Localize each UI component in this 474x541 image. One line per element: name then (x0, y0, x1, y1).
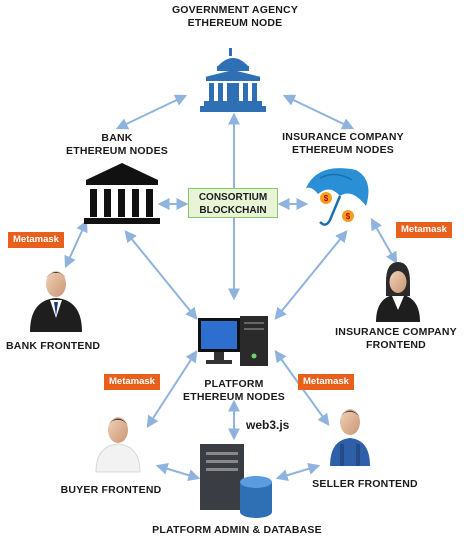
arrow-insurance-platform (274, 230, 348, 320)
arrow-gov-bank (115, 94, 188, 130)
server-database-icon (200, 444, 272, 518)
platform-node-label: PLATFORM ETHEREUM NODES (164, 378, 304, 404)
consortium-line2: BLOCKCHAIN (199, 205, 267, 216)
metamask-badge-bank: Metamask (8, 232, 64, 248)
consortium-line1: CONSORTIUM (198, 192, 268, 203)
bank-label-line2: ETHEREUM NODES (66, 145, 168, 157)
bank-label-line1: BANK (101, 132, 133, 144)
buyer-person-icon (95, 417, 141, 473)
metamask-badge-insurance: Metamask (396, 222, 452, 238)
arrow-bank-platform (124, 230, 198, 320)
insurance-frontend-line1: INSURANCE COMPANY (335, 326, 457, 338)
platform-label-line2: ETHEREUM NODES (183, 391, 285, 403)
government-node-label: GOVERNMENT AGENCY ETHEREUM NODE (150, 4, 320, 30)
bank-node-label: BANK ETHEREUM NODES (52, 132, 182, 158)
arrow-bank-frontend (64, 219, 88, 269)
businessman-icon (30, 271, 82, 332)
metamask-badge-buyer: Metamask (104, 374, 160, 390)
seller-frontend-label: SELLER FRONTEND (312, 478, 418, 490)
umbrella-icon: $ $ (306, 168, 369, 226)
admin-database-label: PLATFORM ADMIN & DATABASE (152, 524, 322, 536)
insurance-frontend-line2: FRONTEND (366, 339, 426, 351)
arrow-platform-buyer (146, 349, 198, 429)
insurance-label-line2: ETHEREUM NODES (292, 144, 394, 156)
svg-text:$: $ (346, 212, 351, 221)
worker-icon (330, 409, 370, 466)
bank-icon (84, 163, 160, 224)
businesswoman-icon (376, 262, 420, 322)
government-label-line2: ETHEREUM NODE (187, 17, 283, 29)
arrow-insurance-frontend (370, 217, 398, 265)
platform-label-line1: PLATFORM (204, 378, 264, 390)
computer-icon (198, 316, 268, 366)
arrow-gov-insurance (282, 94, 355, 130)
buyer-frontend-label: BUYER FRONTEND (60, 484, 162, 496)
insurance-frontend-label: INSURANCE COMPANY FRONTEND (326, 326, 466, 352)
insurance-label-line1: INSURANCE COMPANY (282, 131, 404, 143)
web3-label: web3.js (246, 418, 290, 432)
government-building-icon (200, 48, 266, 112)
insurance-node-label: INSURANCE COMPANY ETHEREUM NODES (268, 131, 418, 157)
metamask-badge-seller: Metamask (298, 374, 354, 390)
consortium-blockchain-box: CONSORTIUM BLOCKCHAIN (188, 188, 278, 218)
svg-text:$: $ (324, 194, 329, 203)
government-label-line1: GOVERNMENT AGENCY (171, 4, 299, 16)
arrow-buyer-admin (155, 463, 201, 481)
connection-arrows (64, 94, 398, 481)
bank-frontend-label: BANK FRONTEND (6, 340, 101, 352)
arrow-seller-admin (275, 463, 321, 481)
